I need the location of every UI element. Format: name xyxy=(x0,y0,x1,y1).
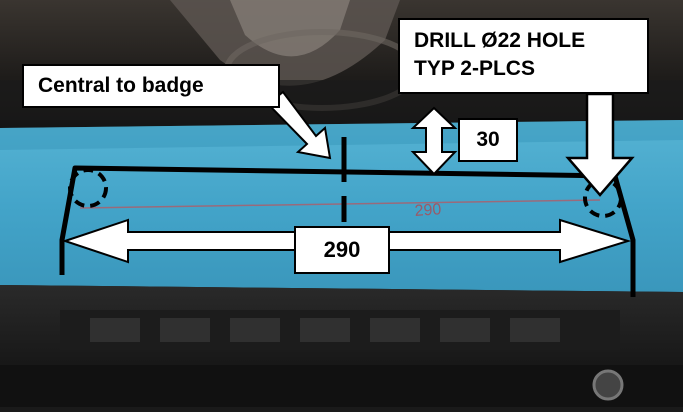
horizontal-dimension-label: 290 xyxy=(294,226,390,274)
vertical-dimension-arrow xyxy=(410,106,458,176)
bumper-lip xyxy=(0,365,683,407)
grille-slats xyxy=(90,318,560,342)
drill-hole-left xyxy=(68,168,108,208)
tape-marking-text: 290 xyxy=(414,201,442,220)
drill-leader-arrow xyxy=(565,92,635,197)
drill-label-line2: TYP 2-PLCS xyxy=(414,57,535,80)
tow-eye xyxy=(592,369,624,401)
tape-marker-line xyxy=(79,199,601,209)
central-to-badge-label: Central to badge xyxy=(22,64,280,108)
vertical-dimension-label: 30 xyxy=(458,118,518,162)
drill-hole-label: DRILL Ø22 HOLE TYP 2-PLCS xyxy=(398,18,649,94)
central-leader-arrow xyxy=(266,90,332,160)
drill-label-line1: DRILL Ø22 HOLE xyxy=(414,29,586,52)
